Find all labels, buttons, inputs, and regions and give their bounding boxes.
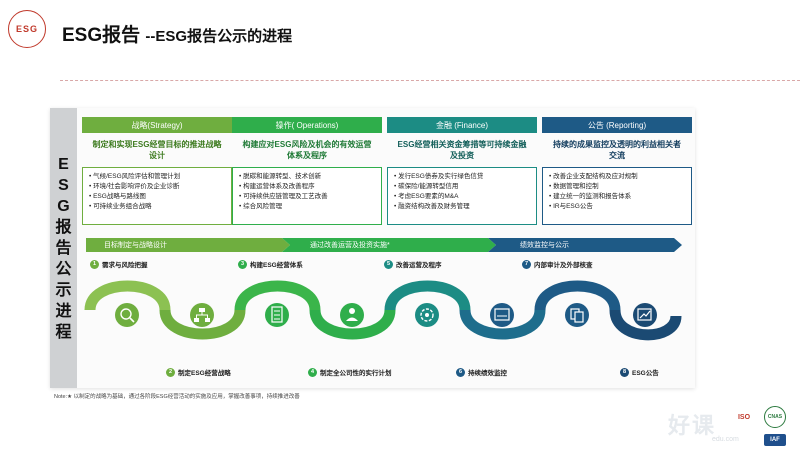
list-item: • 融资结构改善及财务管理 [394, 203, 470, 210]
column-desc: 制定和实现ESG经营目标的推进战略设计 [92, 140, 222, 160]
phase-label-2: 通过改善运营及投资实施* [310, 242, 390, 249]
column-desc: 构建应对ESG风险及机会的有效运营体系及程序 [242, 140, 372, 160]
watermark-url: edu.com [712, 436, 739, 443]
column-desc: ESG经营相关资金筹措等可持续金融及投资 [397, 140, 527, 160]
page-subtitle: --ESG报告公示的进程 [145, 28, 293, 45]
column-items: • 发行ESG债券及实行绿色信贷 • 碳保险/能源转型信用 • 考虑ESG要素的… [387, 167, 537, 225]
iso-logo: ISO [737, 413, 751, 421]
column-items: • 气候/ESG风险评估和管理计划 • 环境/社会影响评价及企业诊断 • ESG… [82, 167, 232, 225]
list-item: • 发行ESG债券及实行绿色信贷 [394, 173, 484, 180]
list-item: • 考虑ESG要素的M&A [394, 193, 459, 200]
phase-label-1: 目标制定与战略设计 [104, 242, 167, 249]
column-header: 金融 (Finance) [387, 117, 537, 133]
page-title: ESG报告 --ESG报告公示的进程 [62, 25, 293, 46]
list-item: • 碳保险/能源转型信用 [394, 183, 459, 190]
iaf-logo: IAF [764, 434, 786, 446]
list-item: • 综合风险管理 [239, 203, 283, 210]
list-item: • 数据管理和控制 [549, 183, 599, 190]
list-item: • 建立统一的监测和报告体系 [549, 193, 632, 200]
list-item: • 脱碳和能源转型、技术创新 [239, 173, 322, 180]
column-desc: 持续的成果监控及透明的利益相关者交流 [553, 140, 681, 160]
column-finance: 金融 (Finance) ESG经营相关资金筹措等可持续金融及投资 • 发行ES… [387, 117, 537, 225]
cnas-logo: CNAS [764, 406, 786, 428]
footnote: Note:★ 以制定的战略为基础，通过各阶段ESG经营活动的实施及应用，掌握改善… [54, 394, 300, 400]
vertical-label: E S G 报 告 公 示 进 程 [50, 108, 77, 388]
column-header: 操作( Operations) [232, 117, 382, 133]
column-operations: 操作( Operations) 构建应对ESG风险及机会的有效运营体系及程序 •… [232, 117, 382, 225]
list-item: • 构建运营体系及改善程序 [239, 183, 315, 190]
column-reporting: 公告 (Reporting) 持续的成果监控及透明的利益相关者交流 • 改善企业… [542, 117, 692, 225]
header-divider [60, 80, 800, 81]
column-items: • 改善企业支配结构及应对规制 • 数据管理和控制 • 建立统一的监测和报告体系… [542, 167, 692, 225]
column-strategy: 战略(Strategy) 制定和实现ESG经营目标的推进战略设计 • 气候/ES… [82, 117, 232, 225]
column-header: 战略(Strategy) [82, 117, 232, 133]
phase-label-3: 绩效监控与公示 [520, 242, 569, 249]
list-item: • 改善企业支配结构及应对规制 [549, 173, 638, 180]
list-item: • ESG战略与路线图 [89, 193, 146, 200]
list-item: • IR与ESG公告 [549, 203, 593, 210]
list-item: • 可持续供应链管理及工艺改善 [239, 193, 328, 200]
list-item: • 气候/ESG风险评估和管理计划 [89, 173, 181, 180]
list-item: • 环境/社会影响评价及企业诊断 [89, 183, 180, 190]
list-item: • 可持续业务组合战略 [89, 203, 152, 210]
column-items: • 脱碳和能源转型、技术创新 • 构建运营体系及改善程序 • 可持续供应链管理及… [232, 167, 382, 225]
company-logo: ESG [8, 10, 46, 48]
watermark-text: 好课 [668, 413, 717, 438]
column-header: 公告 (Reporting) [542, 117, 692, 133]
